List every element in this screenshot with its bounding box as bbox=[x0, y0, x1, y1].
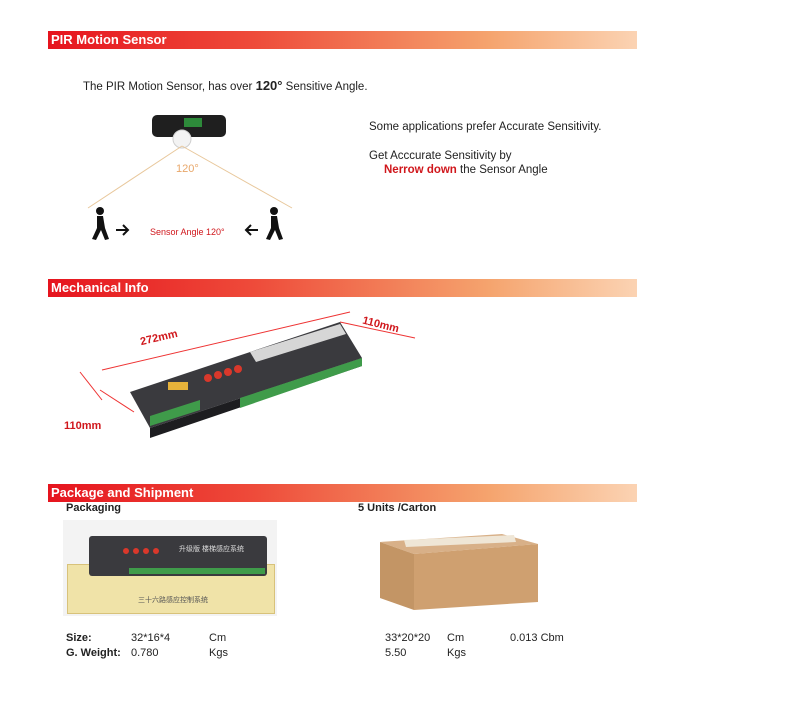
size-label: Size: bbox=[66, 632, 92, 644]
packaging-box-print: 三十六路感应控制系统 bbox=[138, 597, 208, 604]
carton-volume: 0.013 Cbm bbox=[510, 632, 564, 644]
angle-ray-left bbox=[87, 145, 183, 209]
arrow-right-icon bbox=[116, 224, 130, 236]
packaging-device: 升级版 楼梯感应系统 bbox=[89, 536, 267, 576]
size-value: 32*16*4 bbox=[131, 632, 171, 644]
note-narrow-rest: the Sensor Angle bbox=[456, 164, 548, 176]
intro-prefix: The PIR Motion Sensor, has over bbox=[83, 81, 256, 93]
pir-lens bbox=[172, 129, 192, 149]
pir-angle-diagram bbox=[87, 115, 293, 240]
arrow-left-icon bbox=[244, 224, 258, 236]
carton-front bbox=[414, 544, 538, 610]
note-narrow-red: Nerrow down bbox=[384, 164, 457, 176]
note-narrow: Nerrow down the Sensor Angle bbox=[384, 164, 548, 176]
intro-suffix: Sensitive Angle. bbox=[282, 81, 368, 93]
note-accurate: Some applications prefer Accurate Sensit… bbox=[369, 121, 602, 133]
size-unit: Cm bbox=[209, 632, 227, 644]
carton-label: 5 Units /Carton bbox=[358, 502, 437, 514]
terminal-block bbox=[240, 358, 362, 408]
section-header-mechanical: Mechanical Info bbox=[48, 279, 637, 297]
dim-line-length bbox=[101, 311, 351, 371]
carton-weight: 5.50 bbox=[385, 647, 407, 659]
dim-line-height bbox=[79, 371, 103, 401]
weight-unit: Kgs bbox=[209, 647, 228, 659]
angle-ray-right bbox=[181, 145, 293, 209]
section-title: Package and Shipment bbox=[51, 485, 194, 500]
person-right-icon bbox=[266, 207, 283, 240]
device-print: 升级版 楼梯感应系统 bbox=[179, 546, 244, 553]
note-get-accurate: Get Acccurate Sensitivity by bbox=[369, 150, 512, 162]
carton-photo bbox=[380, 534, 538, 610]
section-header-package: Package and Shipment bbox=[48, 484, 637, 502]
section-header-pir: PIR Motion Sensor bbox=[48, 31, 637, 49]
sensor-angle-label: Sensor Angle 120° bbox=[150, 227, 225, 237]
packaging-photo: 三十六路感应控制系统 升级版 楼梯感应系统 bbox=[63, 520, 277, 616]
carton-size: 33*20*20 bbox=[385, 632, 431, 644]
sensor-terminal bbox=[184, 118, 202, 127]
angle-label: 120° bbox=[176, 163, 199, 175]
carton-size-unit: Cm bbox=[447, 632, 465, 644]
section-title: Mechanical Info bbox=[51, 280, 149, 295]
device-terminals bbox=[129, 568, 265, 574]
weight-label: G. Weight: bbox=[66, 647, 121, 659]
person-left-icon bbox=[92, 207, 109, 240]
controller-board bbox=[130, 322, 362, 428]
dimension-height-label: 110mm bbox=[64, 420, 102, 432]
controller-dimension-drawing bbox=[79, 311, 416, 438]
button-red bbox=[204, 374, 212, 382]
dim-line-width bbox=[339, 321, 416, 339]
carton-weight-unit: Kgs bbox=[447, 647, 466, 659]
carton-tape bbox=[404, 535, 516, 547]
carton-side bbox=[380, 542, 414, 610]
section-title: PIR Motion Sensor bbox=[51, 32, 167, 47]
weight-value: 0.780 bbox=[131, 647, 159, 659]
intro-angle: 120° bbox=[255, 78, 283, 93]
packaging-label: Packaging bbox=[66, 502, 122, 514]
pir-intro: The PIR Motion Sensor, has over 120° Sen… bbox=[83, 78, 368, 93]
